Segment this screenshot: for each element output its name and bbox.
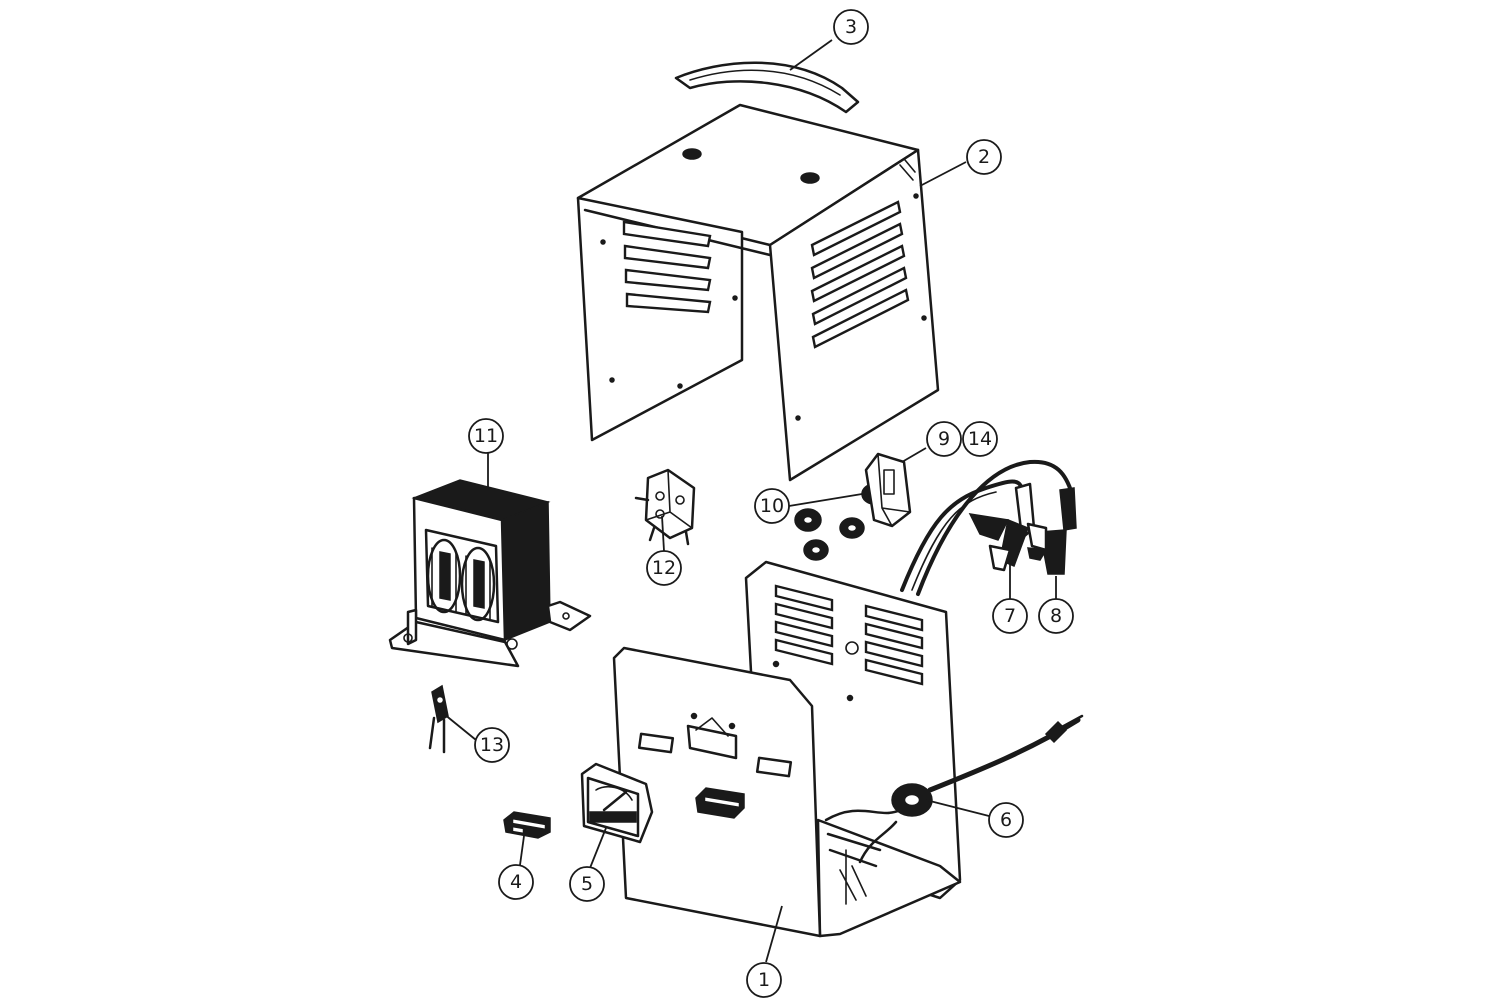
callout-6-label: 6 <box>1000 809 1012 831</box>
callout-9-label: 9 <box>938 428 950 450</box>
cover-left-louvers <box>622 220 712 314</box>
callout-11: 11 <box>468 418 504 454</box>
callout-4: 4 <box>498 864 534 900</box>
callout-9: 9 <box>926 421 962 457</box>
callout-12-label: 12 <box>652 557 676 579</box>
callout-13: 13 <box>474 727 510 763</box>
callout-8: 8 <box>1038 598 1074 634</box>
callout-7: 7 <box>992 598 1028 634</box>
callout-7-label: 7 <box>1004 605 1016 627</box>
fuse-part <box>428 684 449 754</box>
handle-part <box>674 61 860 114</box>
callout-2-label: 2 <box>978 146 990 168</box>
leader-lines <box>443 39 1057 963</box>
transformer-part <box>388 479 592 668</box>
callout-11-label: 11 <box>474 425 498 447</box>
negative-clamp-part <box>968 482 1036 572</box>
positive-clamp-part <box>1026 487 1077 575</box>
callout-5: 5 <box>569 866 605 902</box>
callout-12: 12 <box>646 550 682 586</box>
cover-part <box>576 103 940 482</box>
battery-cables <box>900 459 1074 596</box>
callout-5-label: 5 <box>581 873 593 895</box>
callout-10-label: 10 <box>760 495 784 517</box>
callout-8-label: 8 <box>1050 605 1062 627</box>
breaker-part <box>864 452 912 528</box>
cover-right-louvers <box>810 200 910 349</box>
callout-14-label: 14 <box>968 428 992 450</box>
callout-14: 14 <box>962 421 998 457</box>
switch-part <box>503 811 551 839</box>
chassis-rear-louvers <box>774 584 924 686</box>
callout-3: 3 <box>833 9 869 45</box>
chassis-part <box>612 560 1084 938</box>
callout-1: 1 <box>746 962 782 998</box>
callout-6: 6 <box>988 802 1024 838</box>
ammeter-part <box>580 762 654 844</box>
callout-2: 2 <box>966 139 1002 175</box>
callout-4-label: 4 <box>510 871 522 893</box>
callout-1-label: 1 <box>758 969 770 991</box>
grommets-part <box>794 483 887 561</box>
rectifier-part <box>634 468 696 546</box>
callout-13-label: 13 <box>480 734 504 756</box>
callout-10: 10 <box>754 488 790 524</box>
callout-3-label: 3 <box>845 16 857 38</box>
